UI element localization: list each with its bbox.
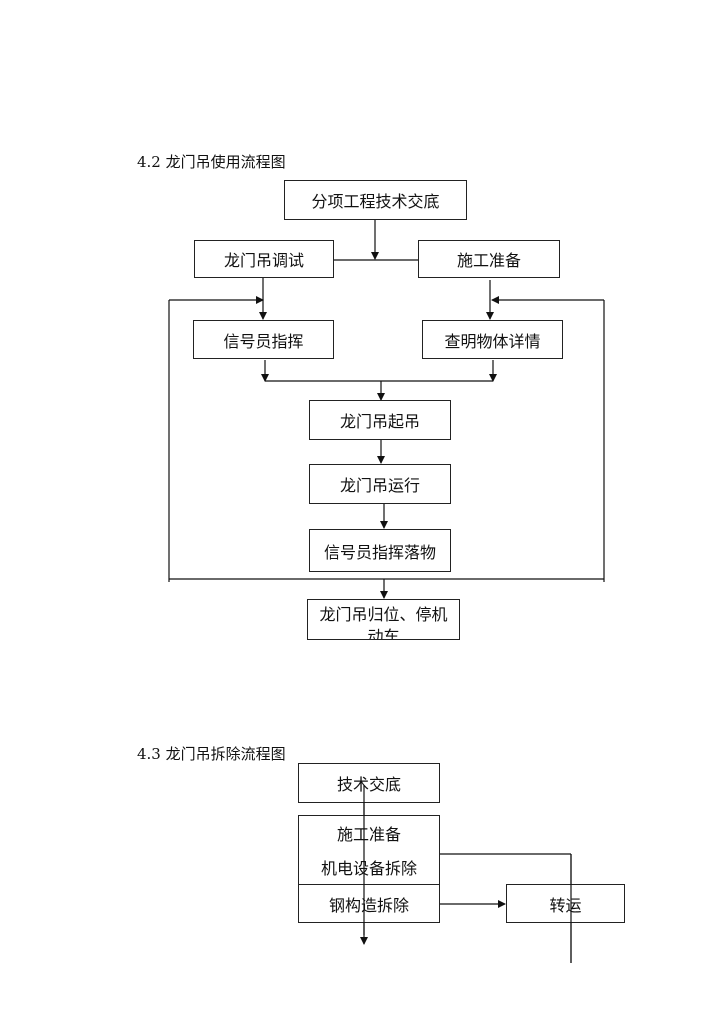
box-signal: 信号员指挥 <box>193 320 334 359</box>
box-reset-label: 龙门吊归位、停机 <box>319 605 448 624</box>
box-prep: 施工准备 <box>418 240 560 278</box>
section1-heading: 4.2 龙门吊使用流程图 <box>137 153 286 171</box>
box-briefing: 分项工程技术交底 <box>284 180 467 220</box>
box-reset: 龙门吊归位、停机 动车 <box>307 599 460 640</box>
section2-heading: 4.3 龙门吊拆除流程图 <box>137 745 286 763</box>
box-prep-2: 施工准备 <box>298 815 440 850</box>
box-debug: 龙门吊调试 <box>194 240 334 278</box>
box-run: 龙门吊运行 <box>309 464 451 504</box>
box-briefing-2: 技术交底 <box>298 763 440 803</box>
box-drop: 信号员指挥落物 <box>309 529 451 572</box>
box-inspect: 查明物体详情 <box>422 320 563 359</box>
box-electrical: 机电设备拆除 <box>298 850 440 884</box>
box-lift: 龙门吊起吊 <box>309 400 451 440</box>
box-reset-clipped-line: 动车 <box>367 627 400 640</box>
box-transfer: 转运 <box>506 884 625 923</box>
box-steel: 钢构造拆除 <box>298 884 440 923</box>
